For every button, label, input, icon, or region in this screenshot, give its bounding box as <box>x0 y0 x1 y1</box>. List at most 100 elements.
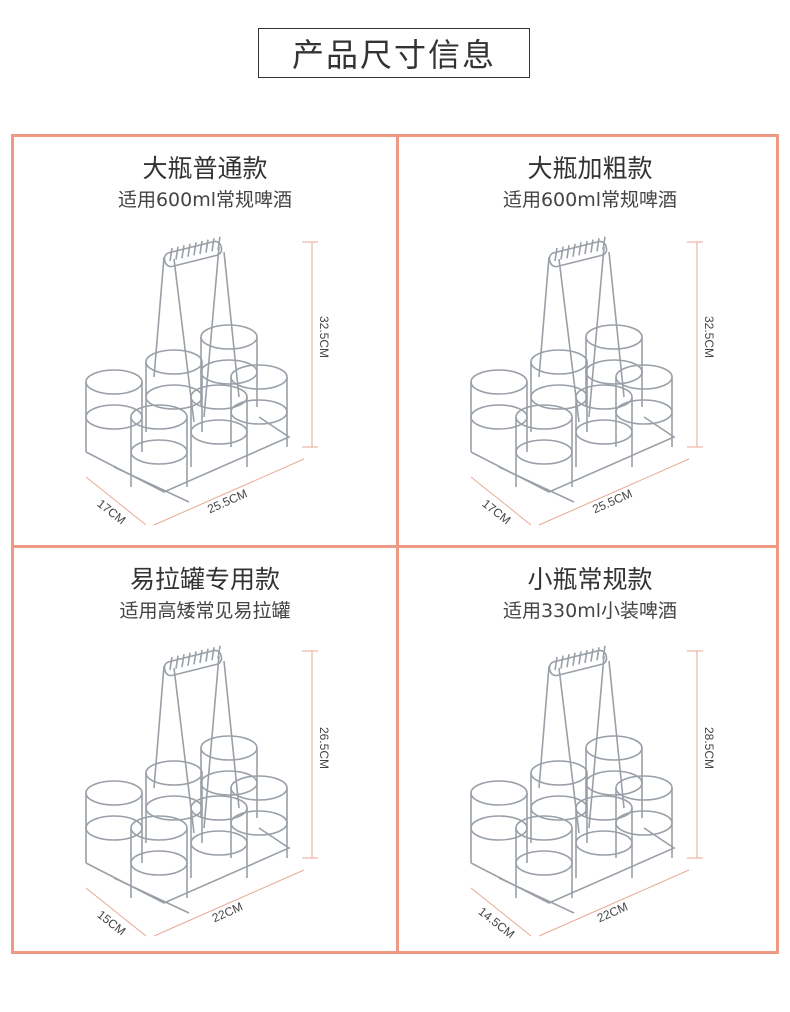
ring-top <box>85 369 143 395</box>
ring-mid <box>190 830 248 856</box>
handle-post <box>173 258 195 423</box>
handle-post <box>608 660 625 809</box>
ring-mid <box>615 810 673 836</box>
ring-top <box>130 815 188 841</box>
grip-coil <box>566 245 570 259</box>
grip-coil <box>199 649 203 664</box>
depth-dimension-line <box>470 476 532 526</box>
rack-base <box>498 466 575 503</box>
width-dimension-line <box>153 869 305 937</box>
depth-dimension-line <box>85 476 147 526</box>
wire-rack <box>85 236 291 503</box>
ring-top <box>85 780 143 806</box>
handle-grip <box>163 649 223 677</box>
ring-mid <box>190 419 248 445</box>
grip-coil <box>205 239 209 253</box>
product-usage: 适用600ml常规啤酒 <box>117 189 293 211</box>
ring-mid <box>470 815 528 841</box>
ring-top <box>585 324 643 350</box>
ring-mid <box>575 419 633 445</box>
grip-coil <box>602 236 606 250</box>
product-name: 易拉罐专用款 <box>129 565 280 594</box>
product-name: 大瓶加粗款 <box>527 154 653 183</box>
ring-mid <box>130 439 188 465</box>
handle-grip <box>548 240 608 268</box>
grip-coil <box>169 656 173 671</box>
ring-top <box>200 735 258 761</box>
grip-coil <box>175 246 179 260</box>
handle-post <box>538 256 550 378</box>
grip-coil <box>590 648 594 662</box>
grip-coil <box>566 654 570 668</box>
ring-top <box>470 369 528 395</box>
wire-rack <box>85 645 291 914</box>
ring-top <box>615 364 673 390</box>
handle-post <box>588 655 605 829</box>
depth-dimension-line <box>470 887 532 937</box>
handle-post <box>203 246 220 418</box>
width-dimension-line <box>153 458 305 526</box>
rack-base <box>498 877 575 914</box>
page-title: 产品尺寸信息 <box>258 28 530 78</box>
handle-post <box>588 246 605 418</box>
grip-coil <box>199 240 203 255</box>
rack-base <box>113 466 190 503</box>
grip-coil <box>572 652 576 666</box>
rack-base <box>113 877 190 914</box>
depth-label: 15CM <box>95 907 129 938</box>
grip-coil <box>584 240 588 255</box>
handle-post <box>153 665 165 789</box>
ring-mid <box>615 399 673 425</box>
width-label: 25.5CM <box>205 486 249 516</box>
grip-coil <box>554 656 558 671</box>
grip-coil <box>193 651 197 665</box>
ring-mid <box>130 850 188 876</box>
grip-coil <box>205 648 209 662</box>
height-label: 32.5CM <box>702 316 716 358</box>
handle-post <box>173 667 195 834</box>
width-dimension-line <box>538 869 690 937</box>
ring-top <box>470 780 528 806</box>
depth-label: 14.5CM <box>476 904 518 941</box>
grip-coil <box>175 655 179 669</box>
grip-coil <box>590 239 594 253</box>
width-dimension-line <box>538 458 690 526</box>
product-name: 小瓶常规款 <box>527 565 653 594</box>
depth-label: 17CM <box>480 496 514 527</box>
ring-top <box>200 324 258 350</box>
grip-coil <box>187 652 191 666</box>
ring-top <box>515 404 573 430</box>
grid-divider-horizontal <box>14 545 776 548</box>
handle-post <box>223 251 240 398</box>
depth-dimension-line <box>85 887 147 937</box>
grip-coil <box>211 647 215 661</box>
ring-top <box>585 735 643 761</box>
ring-top <box>230 775 288 801</box>
grip-coil <box>584 649 588 664</box>
handle-grip <box>548 649 608 677</box>
ring-mid <box>515 850 573 876</box>
ring-top <box>230 364 288 390</box>
grip-coil <box>193 242 197 256</box>
grip-coil <box>181 245 185 259</box>
ring-top <box>615 775 673 801</box>
handle-post <box>223 660 240 809</box>
ring-top <box>515 815 573 841</box>
ring-mid <box>230 810 288 836</box>
ring-mid <box>575 830 633 856</box>
grid-divider-vertical <box>396 137 399 951</box>
wire-rack <box>470 236 676 503</box>
grip-coil <box>578 242 582 256</box>
ring-top <box>130 404 188 430</box>
handle-post <box>558 667 580 834</box>
ring-mid <box>85 815 143 841</box>
grip-coil <box>554 247 558 262</box>
